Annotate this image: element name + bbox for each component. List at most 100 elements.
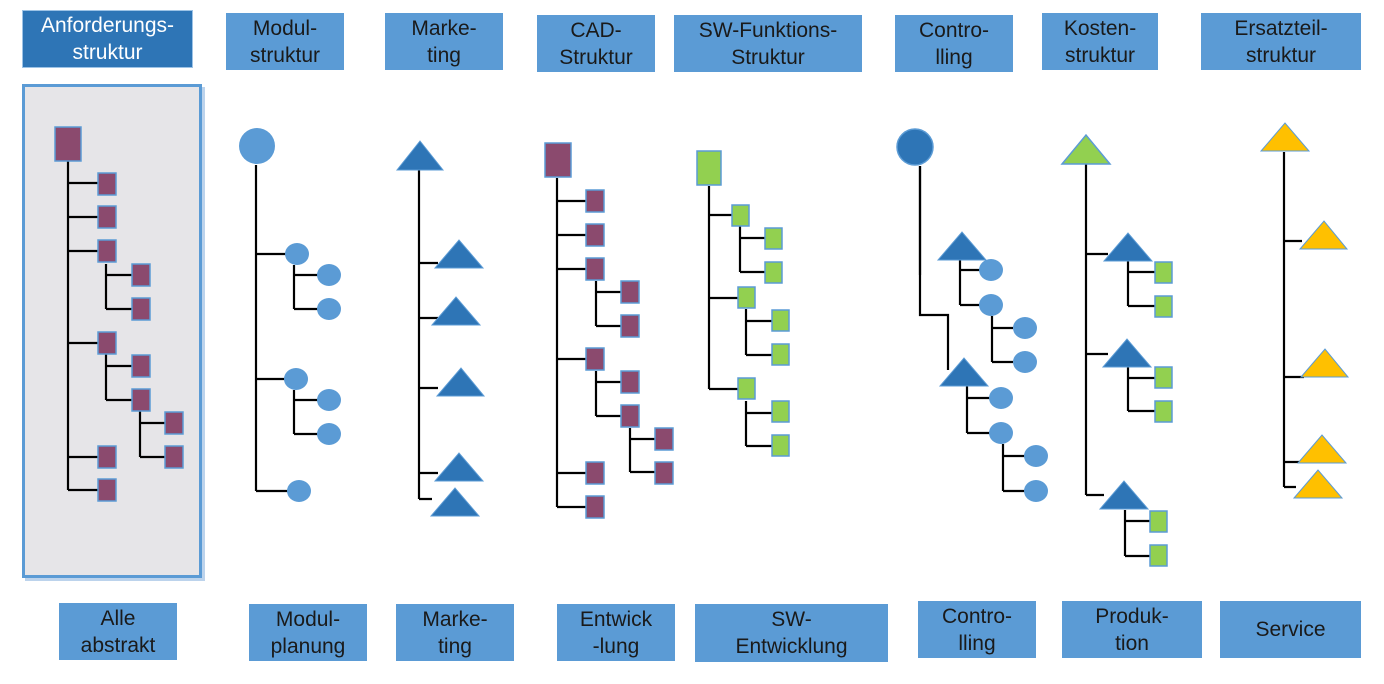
node-circle xyxy=(317,389,341,411)
label-line: ting xyxy=(427,43,461,67)
node-box xyxy=(585,223,605,247)
software-boxes xyxy=(696,150,1173,567)
label-line: abstrakt xyxy=(80,633,156,657)
node-triangle xyxy=(1098,480,1150,510)
label-line: Struktur xyxy=(559,45,633,69)
label-entwicklung: Entwick-lung xyxy=(557,604,675,661)
node-circle xyxy=(989,387,1013,409)
label-line: ting xyxy=(438,634,472,658)
node-circle xyxy=(317,298,341,320)
marketing-triangles xyxy=(395,140,1154,517)
node-triangle xyxy=(1298,220,1349,250)
label-ersatzteilstruktur: Ersatzteil-struktur xyxy=(1201,13,1361,70)
node-triangle xyxy=(1299,348,1350,378)
label-alle-abstrakt: Alle abstrakt xyxy=(59,603,177,660)
node-circle xyxy=(979,259,1003,281)
node-box xyxy=(654,427,674,451)
node-triangle xyxy=(433,239,485,269)
root-box xyxy=(544,142,572,178)
node-box xyxy=(1154,366,1173,389)
node-circle xyxy=(317,423,341,445)
node-box xyxy=(131,354,151,378)
controlling-root-circle xyxy=(896,128,934,166)
label-line: struktur xyxy=(1245,43,1316,67)
label-controlling-bottom: Contro-lling xyxy=(918,601,1036,658)
node-box xyxy=(585,189,605,213)
label-line: Alle xyxy=(100,606,136,630)
label-line: Marke- xyxy=(411,16,477,40)
label-line: SW-Funktions- xyxy=(698,18,838,42)
module-circles xyxy=(239,128,1048,502)
node-triangle xyxy=(1292,469,1344,499)
node-triangle xyxy=(938,357,990,387)
label-line: struktur xyxy=(72,41,143,64)
node-circle xyxy=(287,480,311,502)
node-box xyxy=(764,261,783,284)
root-triangle xyxy=(395,140,445,171)
node-triangle xyxy=(429,487,481,517)
node-circle xyxy=(1013,351,1037,373)
label-kostenstruktur: Kosten-struktur xyxy=(1042,13,1158,70)
label-modulstruktur: Modul-struktur xyxy=(226,13,344,70)
node-box xyxy=(97,331,117,355)
label-line: Modul- xyxy=(252,16,318,40)
node-circle xyxy=(317,264,341,286)
node-box xyxy=(97,478,117,502)
requirement-boxes xyxy=(54,126,674,519)
node-box xyxy=(771,434,790,457)
node-box xyxy=(771,400,790,423)
node-box xyxy=(585,347,605,371)
label-line: Marke- xyxy=(422,607,488,631)
label-line: Entwick xyxy=(579,607,653,631)
node-box xyxy=(731,204,750,227)
label-line: Produk- xyxy=(1095,604,1169,628)
node-box xyxy=(97,172,117,196)
label-line: struktur xyxy=(1064,43,1135,67)
node-box xyxy=(1154,295,1173,318)
label-line: Kosten- xyxy=(1063,16,1137,40)
root-circle xyxy=(239,128,275,164)
node-circle xyxy=(1024,480,1048,502)
label-line: Contro- xyxy=(918,18,990,42)
node-triangle xyxy=(430,296,482,326)
node-box xyxy=(1149,510,1168,533)
label-anforderungsstruktur: Anforderungs-struktur xyxy=(22,10,193,68)
node-box xyxy=(1154,400,1173,423)
root-box xyxy=(696,150,722,186)
node-box xyxy=(1149,544,1168,567)
node-box xyxy=(97,445,117,469)
node-triangle xyxy=(1296,434,1348,464)
label-line: planung xyxy=(270,634,346,658)
node-triangle xyxy=(1101,338,1153,368)
label-cad-struktur: CAD-Struktur xyxy=(537,15,655,72)
label-produktion: Produk-tion xyxy=(1062,601,1202,658)
node-box xyxy=(97,239,117,263)
label-line: Ersatzteil- xyxy=(1234,16,1328,40)
node-box xyxy=(585,495,605,519)
spare-part-triangles xyxy=(1259,122,1350,499)
node-box xyxy=(620,314,640,338)
node-box xyxy=(737,377,756,400)
node-box xyxy=(585,257,605,281)
node-box xyxy=(737,286,756,309)
node-box xyxy=(131,263,151,287)
node-box xyxy=(585,461,605,485)
label-line: Struktur xyxy=(731,45,805,69)
label-line: Contro- xyxy=(941,604,1013,628)
label-line: lling xyxy=(958,631,996,655)
label-modulplanung: Modul-planung xyxy=(249,604,367,661)
node-box xyxy=(620,370,640,394)
label-line: struktur xyxy=(249,43,320,67)
node-box xyxy=(1154,261,1173,284)
label-line: Modul- xyxy=(275,607,341,631)
label-line: SW- xyxy=(771,608,812,631)
label-line: lling xyxy=(935,45,973,69)
label-line: tion xyxy=(1115,631,1149,655)
node-box xyxy=(771,343,790,366)
root-box xyxy=(54,126,82,162)
node-box xyxy=(654,461,674,485)
node-box xyxy=(771,309,790,332)
node-circle xyxy=(1024,445,1048,467)
root-triangle xyxy=(1259,122,1311,152)
